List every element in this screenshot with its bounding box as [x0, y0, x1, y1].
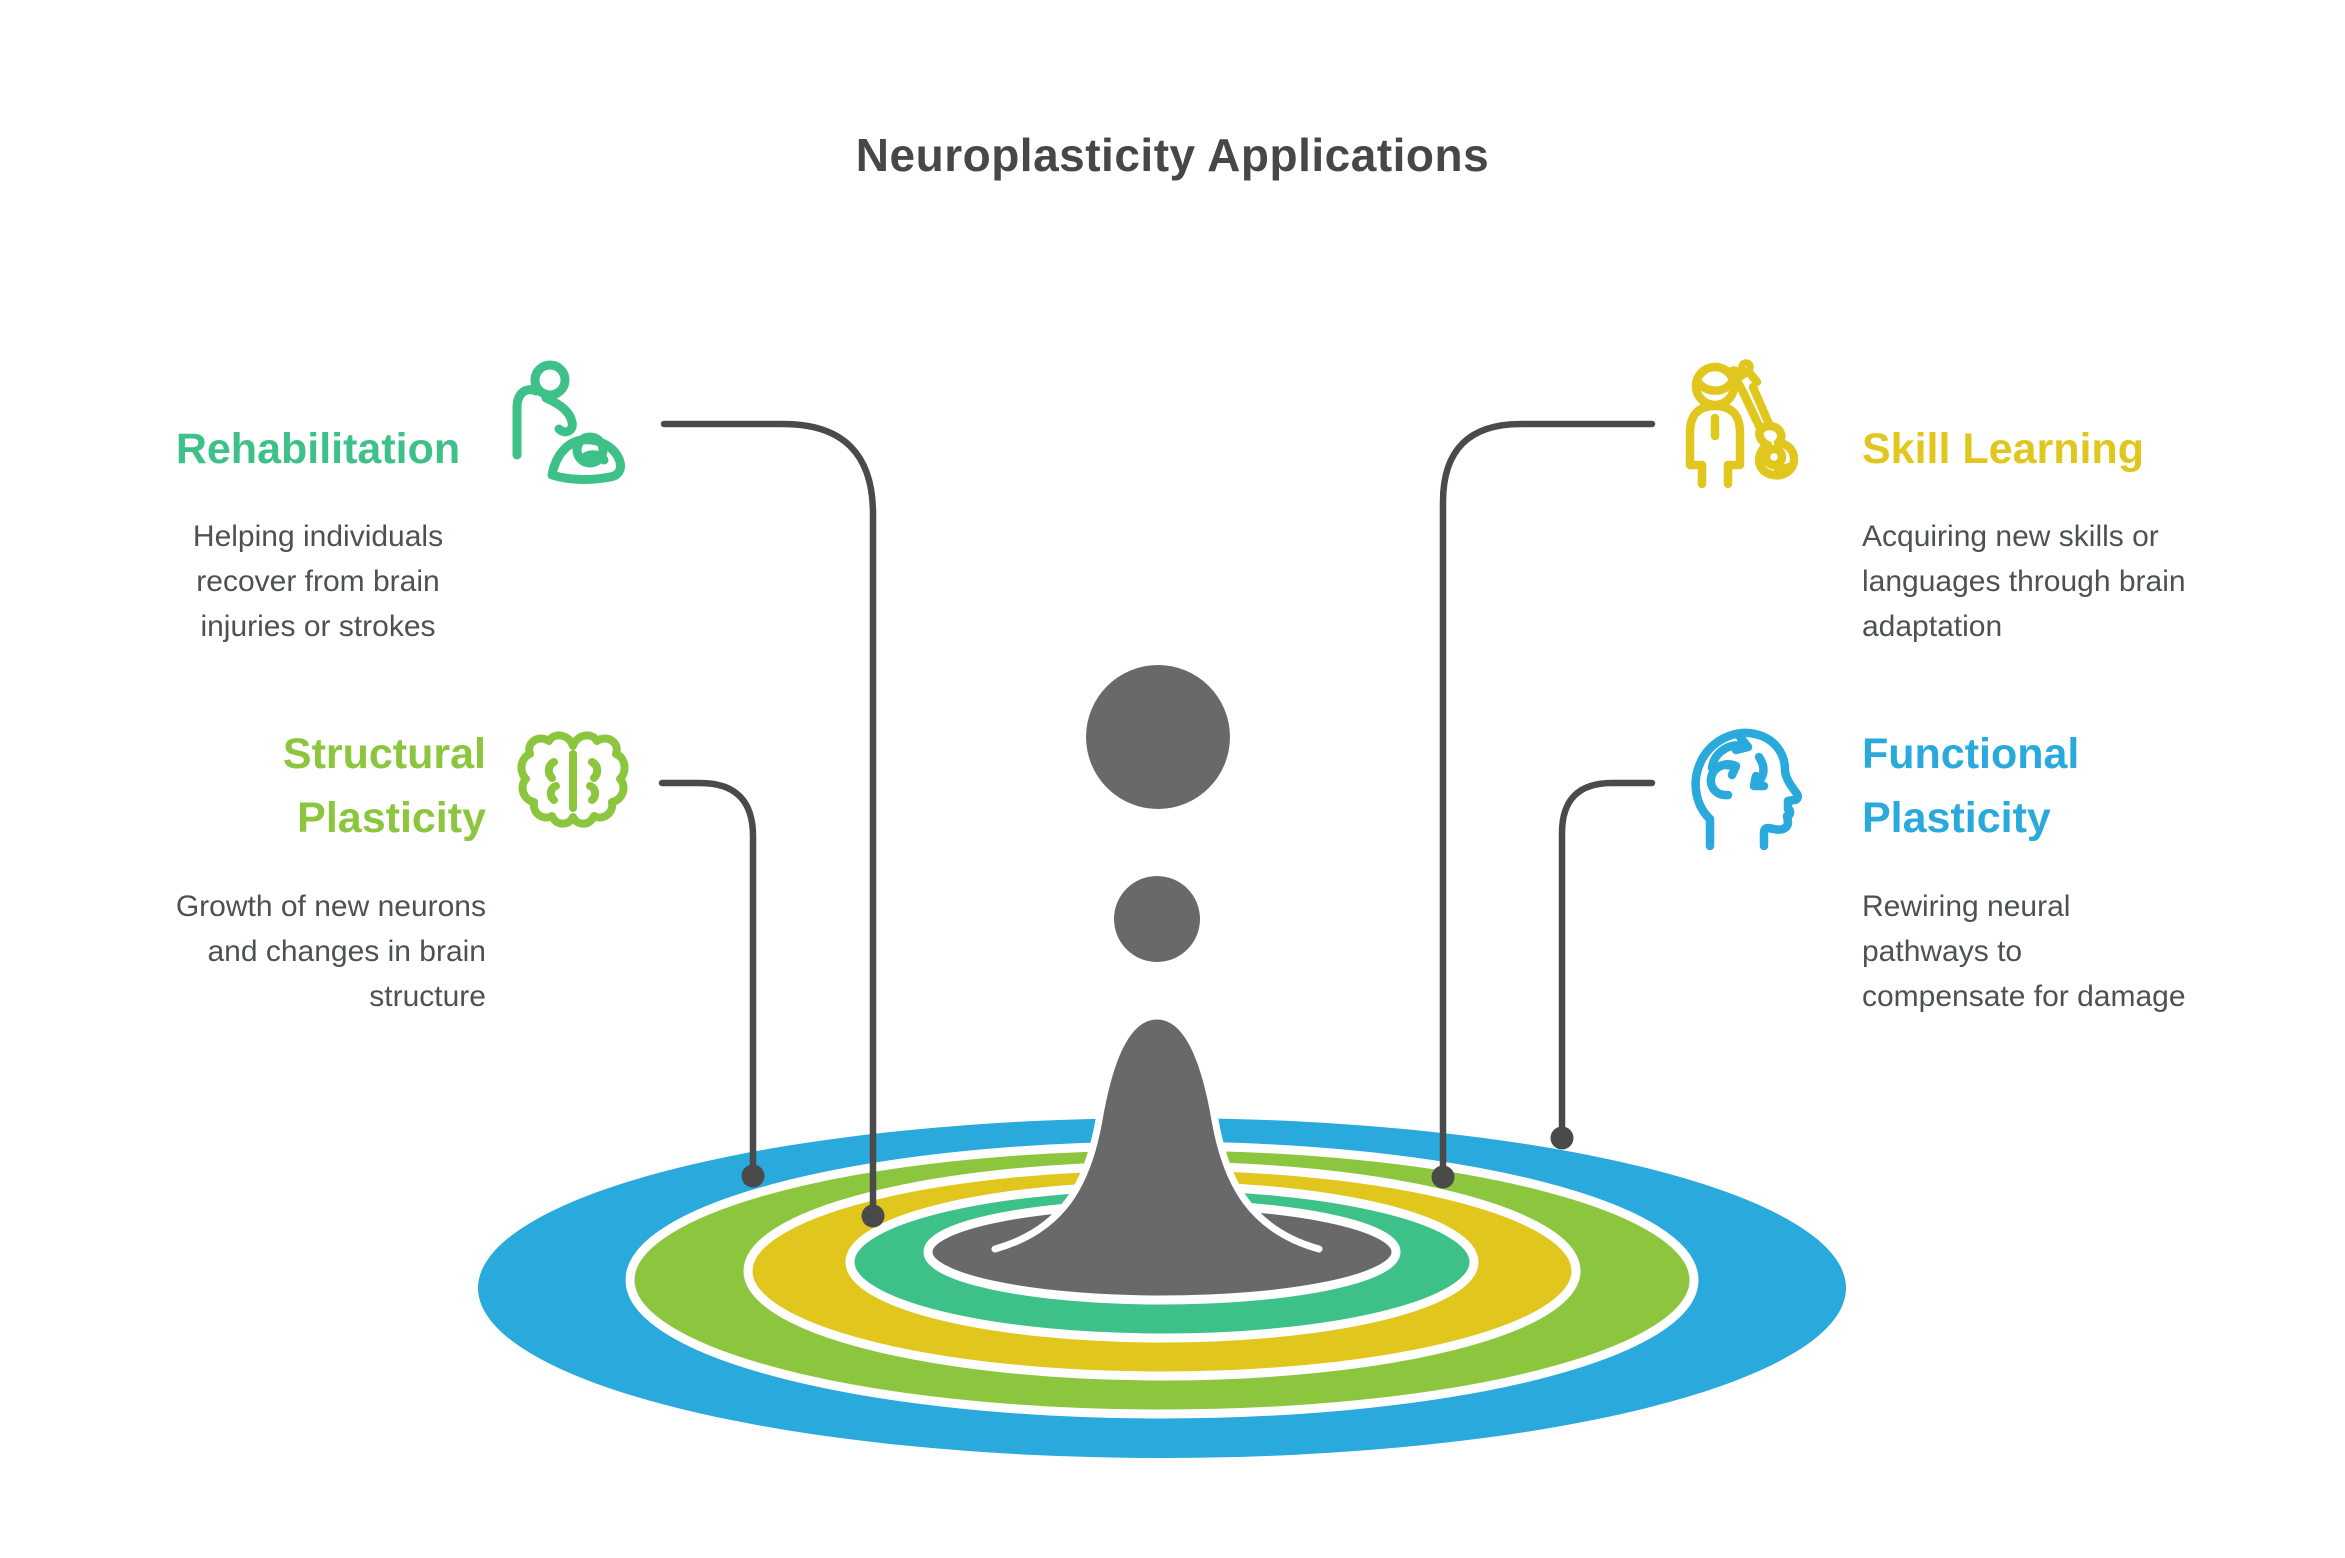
rehabilitation-description: Helping individuals recover from brain i…: [192, 520, 444, 643]
functional-plasticity-label: Functional Plasticity: [1862, 730, 2080, 842]
brain-icon: [512, 720, 634, 842]
person-guitar-icon: [1682, 359, 1810, 489]
structural-plasticity-label: Structural Plasticity: [282, 730, 486, 842]
rehabilitation-label: Rehabilitation: [175, 425, 461, 473]
connector-structural-line: [658, 779, 757, 1180]
connector-rehabilitation-dot: [861, 1204, 885, 1228]
structural-plasticity-description: Growth of new neurons and changes in bra…: [175, 890, 486, 1013]
connector-structural-dot: [741, 1164, 765, 1188]
connector-skill-line: [1439, 420, 1656, 1181]
splash-droplet-large: [1086, 665, 1230, 809]
splash-droplet-small: [1114, 876, 1200, 962]
head-cycle-icon: [1684, 716, 1814, 861]
skill-learning-label: Skill Learning: [1862, 425, 2144, 473]
functional-plasticity-description: Rewiring neural pathways to compensate f…: [1862, 890, 2186, 1013]
connector-rehabilitation-line: [660, 420, 877, 1220]
splash-white-outline: [991, 1012, 1323, 1253]
caregiver-patient-icon: [510, 356, 638, 508]
skill-learning-description: Acquiring new skills or languages throug…: [1862, 520, 2186, 643]
page-title: Neuroplasticity Applications: [855, 129, 1490, 181]
connector-skill-dot: [1431, 1165, 1455, 1189]
connector-functional-line: [1558, 779, 1656, 1142]
connector-functional-dot: [1550, 1126, 1574, 1150]
splash-column: [995, 1016, 1319, 1284]
